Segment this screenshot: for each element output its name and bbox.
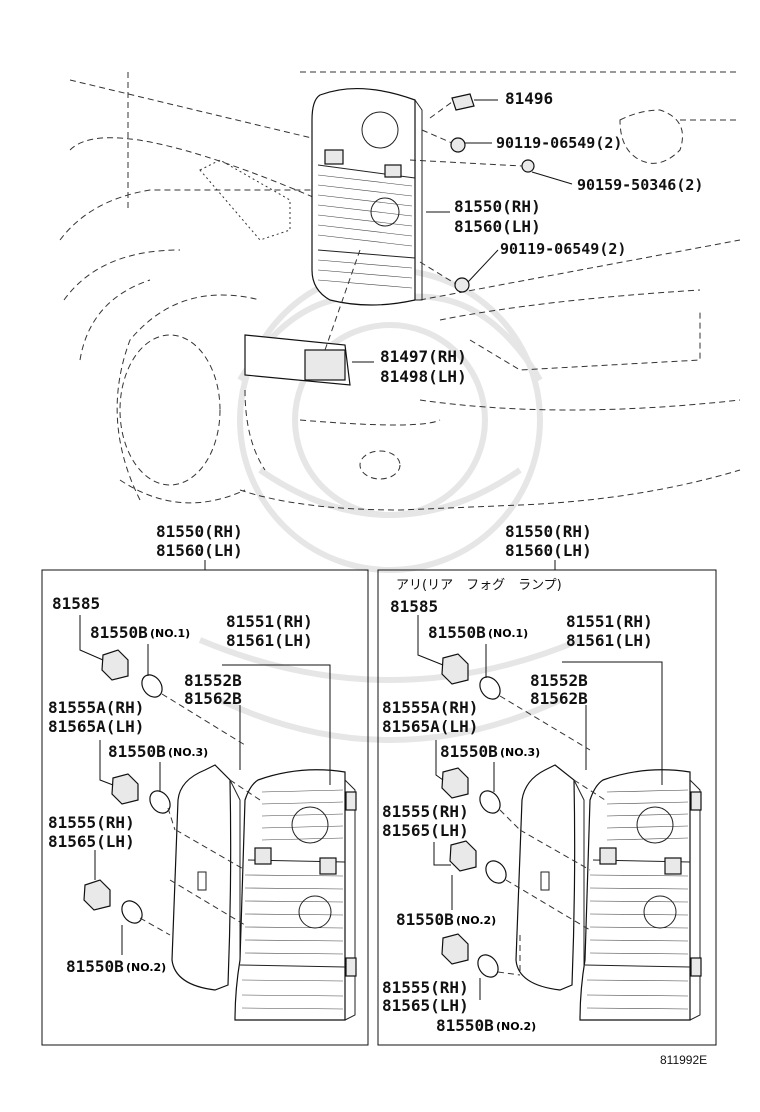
- right-label-81565-lh-a: 81565(LH): [382, 821, 469, 840]
- diagram-code: 811992E: [660, 1053, 707, 1067]
- left-label-81565a-lh: 81565A(LH): [48, 717, 144, 736]
- reflector-81497: [244, 249, 361, 386]
- left-label-81555-rh: 81555(RH): [48, 813, 135, 832]
- screw-90159: [521, 159, 535, 173]
- right-panel-frame: [377, 569, 717, 1046]
- right-panel-fog-lamp-note: アリ(リア フォグ ランプ): [396, 578, 562, 593]
- right-label-81550b-no2-a-suffix: (NO.2): [456, 914, 496, 927]
- left-panel-parts: [83, 649, 357, 1021]
- left-label-81561-lh: 81561(LH): [226, 631, 313, 650]
- left-label-81585: 81585: [52, 594, 100, 613]
- right-panel-parts: [441, 653, 702, 1021]
- right-label-81565-lh-b: 81565(LH): [382, 996, 469, 1015]
- right-label-81561-lh: 81561(LH): [566, 631, 653, 650]
- left-panel-frame: [41, 569, 369, 1046]
- label-81550-rh: 81550(RH): [454, 197, 541, 216]
- left-label-81550b-no3: 81550B: [108, 742, 166, 761]
- label-81560-lh: 81560(LH): [454, 217, 541, 236]
- label-81497-rh: 81497(RH): [380, 347, 467, 366]
- screw-90119-a: [450, 137, 466, 153]
- right-label-81550b-no2-a: 81550B: [396, 910, 454, 929]
- right-label-81565a-lh: 81565A(LH): [382, 717, 478, 736]
- right-label-81550b-no3-suffix: (NO.3): [500, 746, 540, 759]
- right-label-81550b-no2-b-suffix: (NO.2): [496, 1020, 536, 1033]
- left-panel-leaders: [79, 615, 331, 955]
- right-label-81562b: 81562B: [530, 689, 588, 708]
- label-90119-06549-b: 90119-06549(2): [500, 240, 626, 258]
- left-label-81551-rh: 81551(RH): [226, 612, 313, 631]
- top-leader-lines: [352, 99, 573, 363]
- fastener-clip-81496: [451, 93, 475, 111]
- screw-90119-b: [454, 277, 470, 293]
- left-panel-header-rh: 81550(RH): [156, 522, 243, 541]
- left-label-81555a-rh: 81555A(RH): [48, 698, 144, 717]
- vehicle-body-outline: [59, 71, 741, 511]
- right-label-81550b-no2-b: 81550B: [436, 1016, 494, 1035]
- left-label-81562b: 81562B: [184, 689, 242, 708]
- label-81496: 81496: [505, 89, 553, 108]
- right-label-81555-rh-a: 81555(RH): [382, 802, 469, 821]
- right-label-81550b-no1: 81550B: [428, 623, 486, 642]
- right-label-81585: 81585: [390, 597, 438, 616]
- right-label-81550b-no3: 81550B: [440, 742, 498, 761]
- label-90159-50346: 90159-50346(2): [577, 176, 703, 194]
- left-label-81550b-no2-suffix: (NO.2): [126, 961, 166, 974]
- right-label-81552b: 81552B: [530, 671, 588, 690]
- right-label-81550b-no1-suffix: (NO.1): [488, 627, 528, 640]
- left-label-81550b-no1-suffix: (NO.1): [150, 627, 190, 640]
- left-label-81550b-no3-suffix: (NO.3): [168, 746, 208, 759]
- right-panel-header-rh: 81550(RH): [505, 522, 592, 541]
- right-panel-header-lh: 81560(LH): [505, 541, 592, 560]
- left-label-81550b-no2: 81550B: [66, 957, 124, 976]
- left-label-81552b: 81552B: [184, 671, 242, 690]
- label-81498-lh: 81498(LH): [380, 367, 467, 386]
- left-label-81550b-no1: 81550B: [90, 623, 148, 642]
- left-label-81565-lh: 81565(LH): [48, 832, 135, 851]
- right-label-81555a-rh: 81555A(RH): [382, 698, 478, 717]
- left-panel-header-lh: 81560(LH): [156, 541, 243, 560]
- tail-lamp-assembly-top: [311, 88, 423, 306]
- right-label-81555-rh-b: 81555(RH): [382, 978, 469, 997]
- right-label-81551-rh: 81551(RH): [566, 612, 653, 631]
- label-90119-06549-a: 90119-06549(2): [496, 134, 622, 152]
- right-panel-leaders: [417, 615, 663, 1000]
